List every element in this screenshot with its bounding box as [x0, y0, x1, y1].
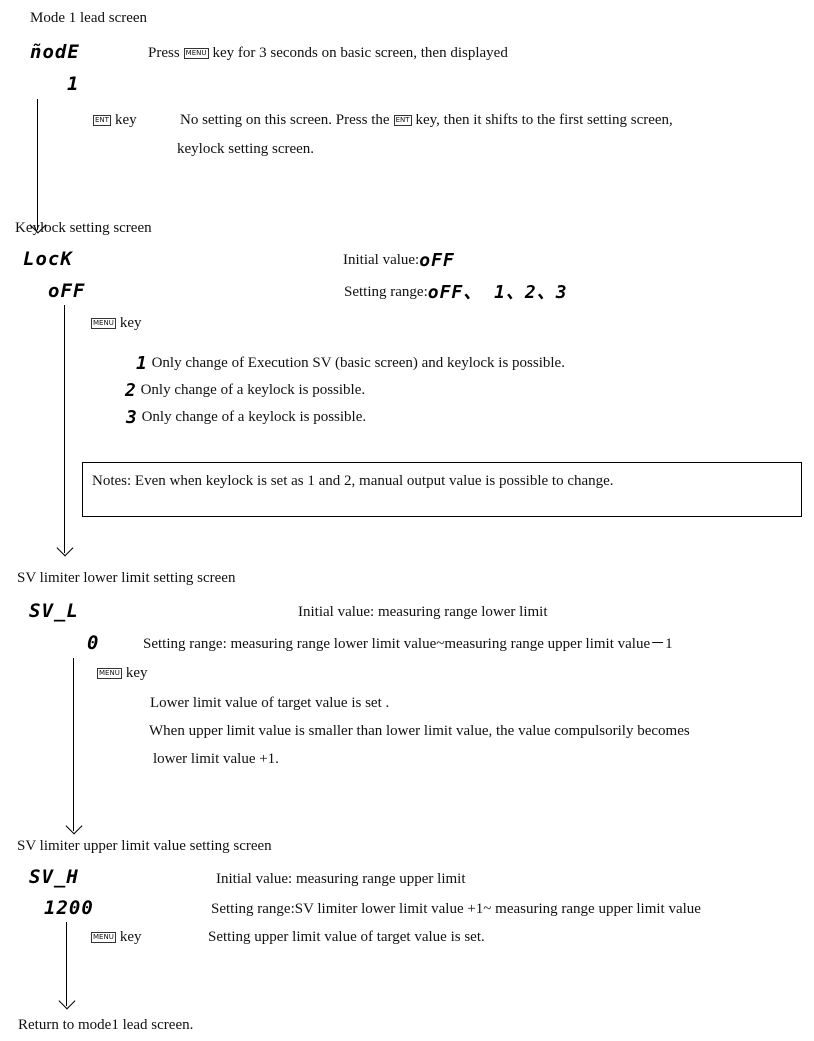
section-title-sv-upper: SV limiter upper limit value setting scr…	[17, 838, 272, 854]
display-off-value: oFF	[419, 250, 455, 271]
section-title-mode1: Mode 1 lead screen	[30, 10, 148, 26]
display-digit-2: 2	[125, 380, 137, 401]
display-range-values: oFF、 1、2、3	[427, 282, 568, 303]
flow-arrow-head-3	[65, 817, 83, 835]
display-mode-label: ñodE	[30, 41, 80, 63]
flow-arrow-head-2	[56, 539, 74, 557]
keylock-setting-range: Setting range:oFF、 1、2、3	[344, 282, 568, 303]
svl-description-line2: When upper limit value is smaller than l…	[149, 723, 690, 739]
display-svl-value: 0	[87, 632, 100, 654]
menu-key-icon: MENU	[91, 932, 116, 943]
menu-key-icon: MENU	[91, 318, 116, 329]
section-title-sv-lower: SV limiter lower limit setting screen	[17, 570, 236, 586]
flow-arrow-line-3	[73, 658, 75, 831]
svl-description-line1: Lower limit value of target value is set…	[150, 695, 390, 711]
keylock-notes-box	[82, 462, 802, 517]
svl-setting-range: Setting range: measuring range lower lim…	[143, 636, 673, 652]
display-svl-label: SV_L	[29, 600, 79, 622]
svh-initial-value: Initial value: measuring range upper lim…	[216, 871, 466, 887]
section-title-keylock: Keylock setting screen	[15, 220, 152, 236]
ent-key-icon: ENT	[393, 115, 412, 126]
flow-arrow-line-4	[66, 922, 68, 1006]
keylock-option-1: 1 Only change of Execution SV (basic scr…	[136, 353, 565, 374]
return-note: Return to mode1 lead screen.	[18, 1017, 194, 1033]
flow-arrow-line-1	[37, 99, 39, 230]
ent-key-icon: ENT	[93, 115, 111, 126]
svh-description-line1: Setting upper limit value of target valu…	[208, 929, 485, 945]
svl-description-line3: lower limit value +1.	[153, 751, 279, 767]
flow-arrow-line-2	[64, 305, 66, 553]
keylock-notes-text: Notes: Even when keylock is set as 1 and…	[92, 473, 614, 489]
keylock-initial-value: Initial value:oFF	[343, 250, 455, 271]
display-svh-label: SV_H	[29, 866, 79, 888]
keylock-option-2: 2 Only change of a keylock is possible.	[125, 380, 366, 401]
display-svh-value: 1200	[44, 897, 94, 919]
display-keylock-value: oFF	[48, 280, 86, 302]
menu-key-icon: MENU	[97, 668, 122, 679]
display-keylock-label: LocK	[23, 248, 73, 270]
display-digit-3: 3	[126, 407, 138, 428]
display-mode-value: 1	[67, 73, 80, 95]
svh-setting-range: Setting range:SV limiter lower limit val…	[211, 901, 701, 917]
keylock-option-3: 3 Only change of a keylock is possible.	[126, 407, 367, 428]
menu-key-icon: MENU	[183, 48, 209, 59]
display-digit-1: 1	[136, 353, 148, 374]
svl-initial-value: Initial value: measuring range lower lim…	[298, 604, 548, 620]
mode1-description-line2: keylock setting screen.	[177, 141, 315, 157]
flow-arrow-head-4	[58, 992, 76, 1010]
